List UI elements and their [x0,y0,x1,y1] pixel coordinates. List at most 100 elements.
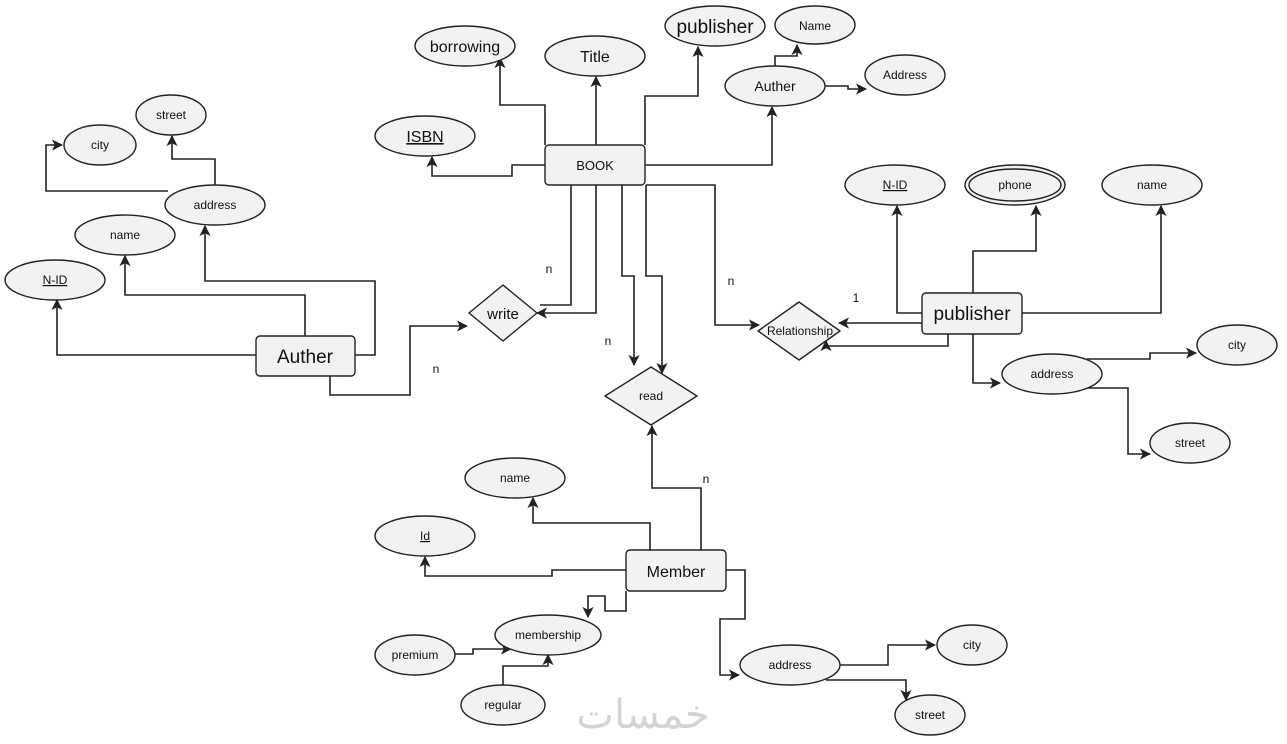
edge-member-membership [582,591,627,619]
edge-member-read [646,424,702,550]
attr-member-name-label: name [500,471,530,485]
attr-publisher-street[interactable]: street [1149,422,1231,464]
entity-book[interactable]: BOOK [544,144,646,186]
attr-book-borrowing[interactable]: borrowing [414,25,516,67]
edge-author-name [119,254,306,336]
edge-book-borrowing [494,56,546,145]
attr-book-isbn-key[interactable]: ISBN [374,115,476,157]
attr-member-premium-label: premium [392,648,439,662]
attr-author-nid-label: N-ID [43,273,68,287]
entity-author-label: Auther [277,347,334,368]
attr-member-id-shape [374,515,476,557]
entity-author[interactable]: Auther [255,335,356,377]
edge-bookauthor-address [825,83,868,95]
edge-book-publisher [644,45,704,145]
attr-member-address-shape [739,644,841,686]
relationship-read-diamond [604,366,698,426]
attr-author-address[interactable]: address [164,184,266,226]
cardinality-publisher-relationship: 1 [853,291,860,305]
attr-author-address-label: address [194,198,237,212]
attr-member-address[interactable]: address [739,644,841,686]
attr-book-author-name-label: Name [799,19,831,33]
attr-publisher-name[interactable]: name [1101,164,1203,206]
attr-book-publisher[interactable]: publisher [664,5,766,47]
edge-regular-membership [502,653,554,686]
attr-author-name[interactable]: name [74,214,176,256]
attr-member-premium[interactable]: premium [374,634,456,676]
attr-publisher-city-shape [1196,324,1278,366]
attr-book-publisher-shape [664,5,766,47]
relationship-read[interactable]: read [604,366,698,426]
attr-publisher-city[interactable]: city [1196,324,1278,366]
edge-author-address [199,224,376,356]
edge-publisher-phone [972,204,1042,293]
entity-member-label: Member [647,564,706,581]
attr-book-borrowing-label: borrowing [430,39,500,56]
attr-author-street[interactable]: street [135,94,207,136]
relationship-relationship[interactable]: Relationship [757,301,841,361]
attr-publisher-nid-shape [844,164,946,206]
relationship-write[interactable]: write [468,284,538,342]
cardinality-book-read: n [605,334,612,348]
attr-author-city[interactable]: city [63,124,137,166]
attr-book-author-address[interactable]: Address [864,54,946,96]
edge-publisher-relationship-2 [820,334,949,352]
edge-pubaddress-street [1087,387,1152,460]
attr-book-author-name[interactable]: Name [774,5,856,45]
edge-member-name [527,496,651,550]
entity-author-box [255,335,356,377]
edge-premium-membership [455,643,513,655]
cardinality-author-write: n [433,362,440,376]
attr-member-membership[interactable]: membership [494,614,602,656]
attr-book-title[interactable]: Title [544,35,646,77]
attr-book-author-shape [724,65,826,107]
attr-member-city-label: city [963,638,981,652]
entity-member-box [625,549,727,592]
attr-member-regular-label: regular [484,698,521,712]
edge-author-write [329,320,469,396]
attr-member-id-label: Id [420,529,430,543]
attr-member-city-shape [936,624,1008,666]
attr-author-address-shape [164,184,266,226]
relationship-write-diamond [468,284,538,342]
attr-author-nid-shape [4,259,106,301]
entity-member[interactable]: Member [625,549,727,592]
edge-author-nid [51,298,256,356]
attr-book-borrowing-shape [414,25,516,67]
relationship-relationship-diamond [757,301,841,361]
attr-book-isbn-label: ISBN [406,129,443,146]
attr-member-street-shape [894,694,966,736]
edge-book-author [645,105,778,166]
edge-book-isbn [426,155,545,177]
attr-member-name-shape [464,457,566,499]
attr-publisher-address[interactable]: address [1001,353,1103,395]
attr-author-nid-key[interactable]: N-ID [4,259,106,301]
attr-member-regular[interactable]: regular [460,684,546,726]
attr-publisher-nid-label: N-ID [883,178,908,192]
attr-publisher-name-label: name [1137,178,1167,192]
entity-publisher[interactable]: publisher [921,292,1023,335]
cardinality-book-write: n [546,262,553,276]
relationship-write-label: write [486,306,519,323]
edge-book-relationship [646,184,761,331]
attr-book-title-label: Title [580,49,610,66]
attr-author-street-label: street [156,108,187,122]
attr-publisher-phone-inner [968,168,1062,202]
attr-member-street[interactable]: street [894,694,966,736]
edge-member-address [719,569,746,681]
edge-book-read-2 [645,185,668,375]
edge-member-id [419,555,626,577]
attr-member-name[interactable]: name [464,457,566,499]
attr-author-city-label: city [91,138,109,152]
edge-address-street [166,134,216,186]
edge-publisher-address [972,334,1002,389]
attr-book-author[interactable]: Auther [724,65,826,107]
attr-member-id-key[interactable]: Id [374,515,476,557]
attr-member-city[interactable]: city [936,624,1008,666]
edge-book-write-1 [540,185,572,306]
cardinality-book-relationship: n [728,274,735,288]
edges [45,43,1198,702]
attr-publisher-nid-key[interactable]: N-ID [844,164,946,206]
attr-publisher-phone-multivalued[interactable]: phone [964,164,1066,206]
